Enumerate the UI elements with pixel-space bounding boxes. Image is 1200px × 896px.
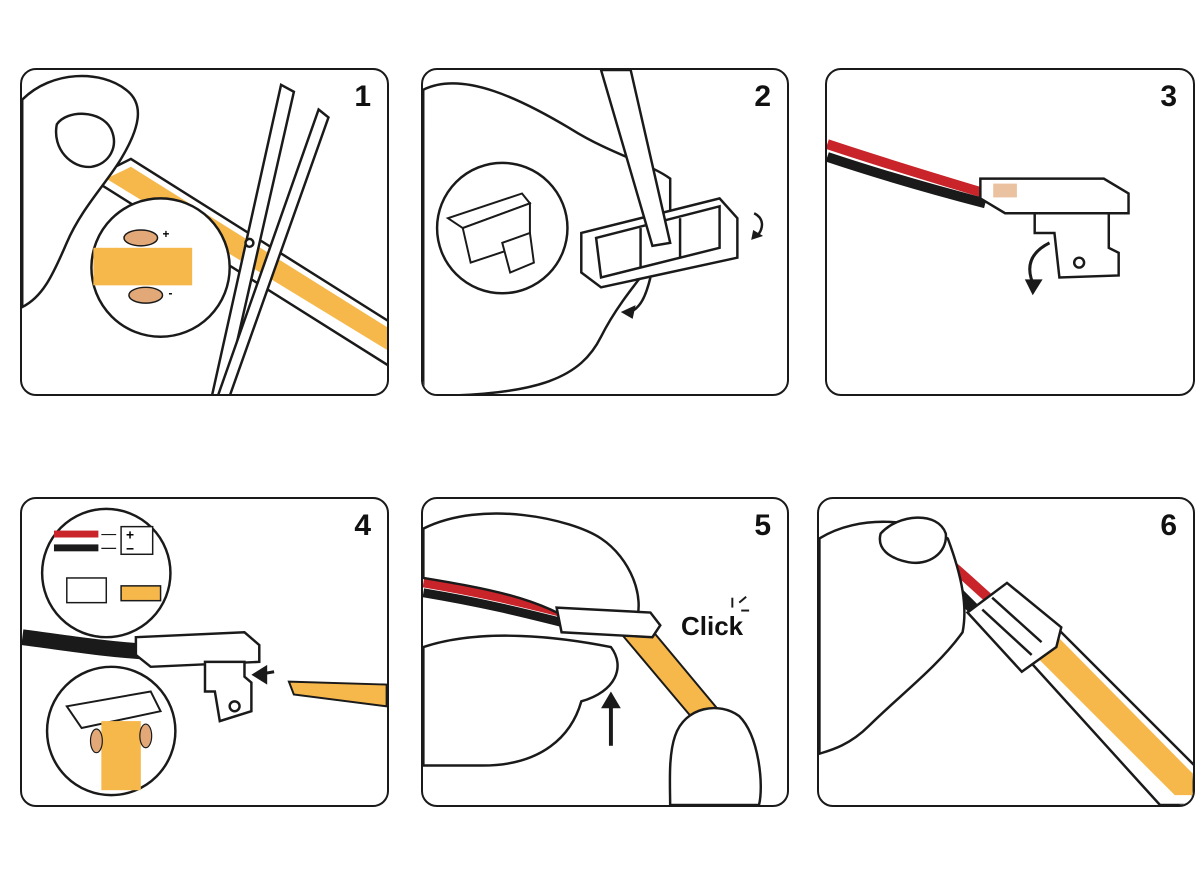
step-panel-1: + - 1 <box>20 68 389 396</box>
open-connector-illustration <box>423 70 764 394</box>
step-number: 5 <box>754 509 771 542</box>
black-wire <box>423 588 563 627</box>
step-panel-2: 2 <box>421 68 789 396</box>
open-lid-illustration <box>827 139 1130 296</box>
step-number: 6 <box>1160 509 1177 542</box>
click-burst-icon <box>731 595 750 612</box>
step-number: 1 <box>354 80 371 113</box>
step-number: 4 <box>354 509 371 542</box>
press-closed-illustration <box>423 512 762 805</box>
step-number: 2 <box>754 80 771 113</box>
screwdriver-icon <box>599 70 672 248</box>
cut-strip-illustration: + - <box>22 74 387 394</box>
step-panel-6: 6 <box>817 497 1195 807</box>
scissors-icon <box>211 82 330 394</box>
step-panel-3: 3 <box>825 68 1195 396</box>
step-panel-5: Click 5 <box>421 497 789 807</box>
connector-icon <box>979 177 1130 279</box>
hand-icon <box>423 634 619 767</box>
finished-connection-illustration <box>819 516 1193 805</box>
pad-plus-label: + <box>163 227 170 241</box>
step-number: 3 <box>1160 80 1177 113</box>
pad-minus-label: - <box>168 286 172 300</box>
connector-icon <box>965 581 1063 674</box>
connector-icon <box>555 606 662 639</box>
connector-icon <box>134 631 261 723</box>
plus-label: + <box>126 526 134 542</box>
click-label: Click <box>681 611 744 641</box>
step-panel-4: + − 4 <box>20 497 389 807</box>
hand-icon <box>668 706 762 805</box>
magnifier-inset-icon: + - <box>90 197 231 338</box>
minus-label: − <box>126 540 134 556</box>
cable <box>22 629 152 660</box>
insert-strip-illustration: + − <box>22 507 387 797</box>
magnifier-inset-icon <box>435 161 569 295</box>
hand-icon <box>423 512 640 629</box>
magnifier-inset-icon: + − <box>40 507 172 639</box>
black-wire <box>827 152 987 209</box>
magnifier-inset-icon <box>45 665 177 797</box>
cob-strip <box>287 680 387 708</box>
red-wire <box>827 139 987 199</box>
